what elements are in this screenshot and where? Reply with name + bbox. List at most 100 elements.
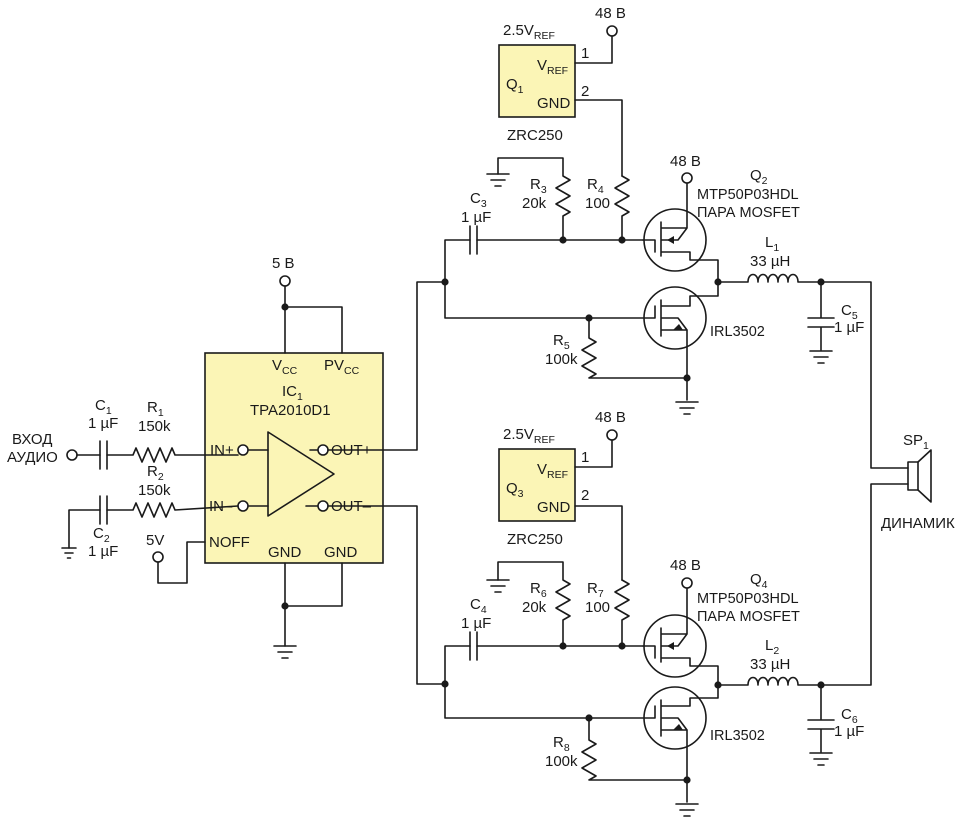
q3-ref: Q3 [506,480,524,500]
r5-resistor-icon [581,317,688,401]
noff-5v-terminal [152,551,164,563]
l1-inductor-icon [717,273,909,469]
ground-icon [675,803,699,817]
ground-icon [809,350,833,364]
speaker-ref: SP1 [903,432,929,452]
r6-resistor-icon [497,561,571,647]
c6-capacitor-icon [807,684,835,753]
q3-pin2: 2 [581,487,589,504]
l1-ref: L1 [765,234,779,254]
c5-ref: C5 [841,302,858,322]
speaker-icon [907,461,919,491]
audio-in-label-line1: ВХОД [12,431,52,448]
ground-icon [809,752,833,766]
c2-capacitor-icon [99,495,108,525]
l2-ref: L2 [765,637,779,657]
channel-2: 2.5VREF Q3 VREF GND 1 2 ZRC250 48 В C4 1… [441,409,909,817]
supply-5v-terminal [279,275,291,287]
q3-ref-voltage-label: 2.5VREF [503,426,555,446]
q2-desc: ПАРА MOSFET [697,205,800,221]
ic1-pin-gnd2: GND [324,544,358,561]
amplifier-triangle-icon [267,431,335,517]
ic1-pin-pvcc: PVCC [324,357,360,377]
ic1-ref: IC1 [282,383,303,403]
r1-ref: R1 [147,399,164,419]
r1-value: 150k [138,418,171,435]
c5-value: 1 µF [834,319,864,336]
r3-resistor-icon [497,157,571,241]
ic1-in-minus-node [237,500,249,512]
r8-resistor-icon [581,717,688,803]
speaker-label: ДИНАМИК [881,515,955,532]
ic1-amplifier: VCC PVCC IC1 TPA2010D1 IN+ IN– OUT+ OUT–… [204,352,384,564]
qn2-nmos-icon [444,683,719,781]
c6-value: 1 µF [834,723,864,740]
q1-supply-label: 48 В [595,5,626,22]
c1-capacitor-icon [99,440,108,470]
q2-supply-label: 48 В [670,153,701,170]
q4-pmos-icon [642,587,719,686]
r2-ref: R2 [147,463,164,483]
ic1-pin-noff: NOFF [209,534,250,551]
c6-ref: C6 [841,706,858,726]
q1-part: ZRC250 [507,127,563,144]
q4-supply-terminal [681,577,693,589]
q3-pin1: 1 [581,449,589,466]
c1-value: 1 µF [88,415,118,432]
audio-input: ВХОД АУДИО C1 1 µF R1 150k C2 1 µF R2 15… [7,397,239,560]
ground-icon [486,173,510,187]
r8-ref: R8 [553,734,570,754]
ic1-body [204,352,384,564]
qn1-nmos-icon [444,281,719,379]
c2-ref: C2 [93,525,110,545]
noff-tie: 5V [146,532,206,584]
ic1-pin-in-plus: IN+ [210,442,234,459]
ground-icon [61,547,77,559]
c3-ref: C3 [470,190,487,210]
ground-icon [273,645,297,659]
noff-5v-label: 5V [146,532,164,549]
q3-pin-gnd: GND [537,499,571,516]
r7-resistor-icon [614,579,630,647]
c4-value: 1 µF [461,615,491,632]
q1-supply-terminal [606,25,618,37]
r7-value: 100 [585,599,610,616]
r1-resistor-icon [106,447,239,463]
qn2-part: IRL3502 [710,728,765,744]
c1-ref: C1 [95,397,112,417]
out-plus-wire [327,281,446,451]
ground-icon [486,579,510,593]
r2-value: 150k [138,482,171,499]
r6-ref: R6 [530,580,547,600]
audio-in-terminal [66,449,78,461]
r4-ref: R4 [587,176,604,196]
r4-value: 100 [585,195,610,212]
qn1-part: IRL3502 [710,324,765,340]
q2-pmos-icon [642,182,719,283]
l2-inductor-icon [717,483,909,686]
r5-ref: R5 [553,332,570,352]
supply-5v-label: 5 В [272,255,295,272]
q1-ref: Q1 [506,76,524,96]
q1-pin-gnd: GND [537,95,571,112]
ic1-pin-vcc: VCC [272,357,298,377]
q2-supply-terminal [681,172,693,184]
q4-supply-label: 48 В [670,557,701,574]
ic1-out-minus-node [317,500,329,512]
r2-resistor-icon [106,502,239,518]
r5-value: 100k [545,351,578,368]
ic1-supply: 5 В [272,255,343,354]
q3-pin-vref: VREF [537,461,568,481]
l2-value: 33 µH [750,656,790,673]
q4-ref: Q4 [750,571,768,591]
c5-capacitor-icon [807,281,835,351]
ic1-ground [273,562,343,659]
r8-value: 100k [545,753,578,770]
ground-icon [675,401,699,415]
c3-value: 1 µF [461,209,491,226]
c4-capacitor-icon [469,631,478,661]
out-minus-wire [327,505,446,685]
q3-supply-label: 48 В [595,409,626,426]
